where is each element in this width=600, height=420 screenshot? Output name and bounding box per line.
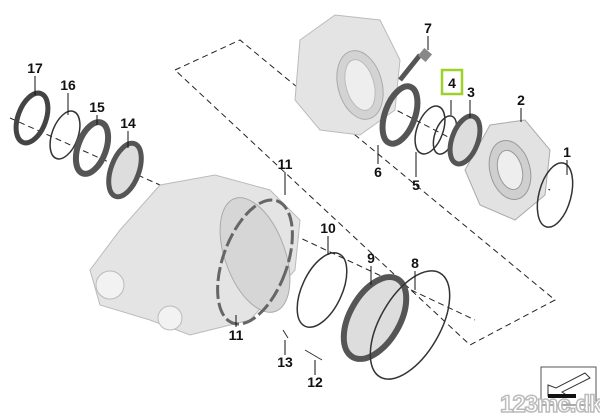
pin-12[interactable] [304,349,323,361]
label-1[interactable]: 1 [563,144,571,160]
output-flange[interactable] [464,119,551,221]
assembly-outline [174,39,556,346]
ring-8[interactable] [354,258,466,392]
label-16[interactable]: 16 [60,77,76,93]
label-7[interactable]: 7 [424,20,432,36]
highlight-box [440,68,464,96]
label-5[interactable]: 5 [412,177,420,193]
shim-11[interactable] [203,190,308,334]
label-3[interactable]: 3 [467,84,475,100]
leader-lines [34,36,568,375]
bearing-3[interactable] [444,112,486,168]
axis-line [9,117,161,186]
seal-15[interactable] [70,118,115,178]
label-4[interactable]: 4 [448,75,456,91]
ring-5[interactable] [409,102,451,158]
circlip-10[interactable] [287,245,357,334]
label-2[interactable]: 2 [517,92,525,108]
bearing-9[interactable] [331,267,419,370]
direction-arrow-icon [540,366,597,406]
label-11-top[interactable]: 11 [278,156,293,172]
label-10[interactable]: 10 [320,220,336,236]
ring-17[interactable] [10,89,54,147]
label-11-bottom[interactable]: 11 [229,327,244,343]
seal-6[interactable] [376,82,425,149]
circlip-1[interactable] [531,159,579,231]
label-15[interactable]: 15 [89,99,105,115]
label-6[interactable]: 6 [374,164,382,180]
watermark-logo: 123mc.dk [500,391,600,418]
label-8[interactable]: 8 [411,255,419,271]
label-9[interactable]: 9 [367,250,375,266]
label-13[interactable]: 13 [277,354,293,370]
label-12[interactable]: 12 [307,374,323,390]
label-14[interactable]: 14 [120,115,136,131]
label-17[interactable]: 17 [27,60,43,76]
bolt[interactable] [398,47,433,82]
bearing-14[interactable] [102,139,147,201]
upper-housing[interactable] [294,14,401,136]
pin-13[interactable] [282,329,289,339]
